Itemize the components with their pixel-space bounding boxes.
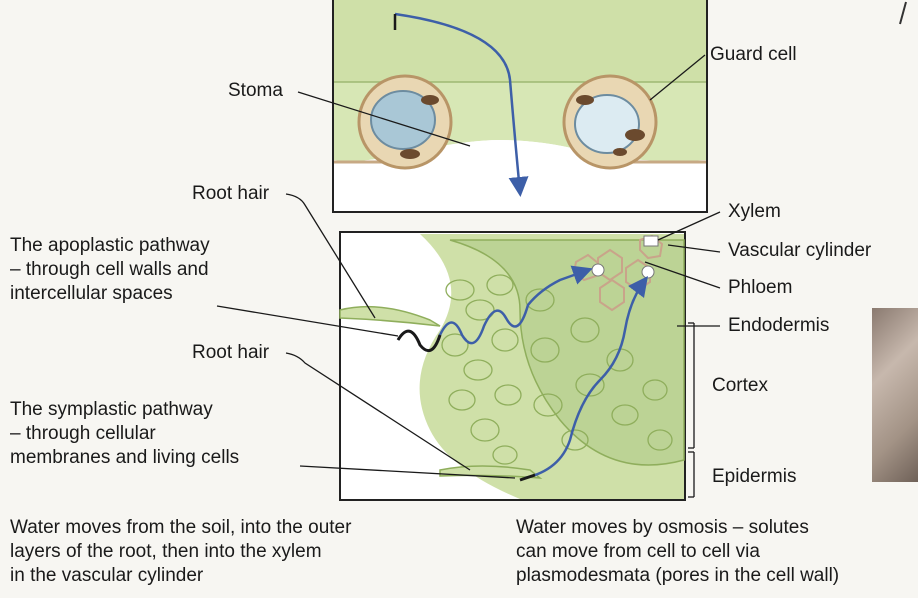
guard-cell-right — [564, 76, 656, 168]
epidermis-label: Epidermis — [712, 466, 796, 488]
side-photo — [872, 308, 918, 482]
root-hair-label-top: Root hair — [192, 183, 269, 205]
apoplastic-pathway-label: The apoplastic pathway – through cell wa… — [10, 234, 210, 306]
symplastic-pathway-label: The symplastic pathway – through cellula… — [10, 398, 239, 470]
guard-cell-label: Guard cell — [710, 44, 797, 66]
xylem-label: Xylem — [728, 201, 781, 223]
guard-cell-left — [359, 76, 451, 168]
page-edge-mark — [900, 2, 906, 24]
root-hair-label-bottom: Root hair — [192, 342, 269, 364]
endodermis-label: Endodermis — [728, 315, 829, 337]
caption-right: Water moves by osmosis – solutes can mov… — [516, 516, 839, 588]
caption-left: Water moves from the soil, into the oute… — [10, 516, 351, 588]
cortex-label: Cortex — [712, 375, 768, 397]
stoma-label: Stoma — [228, 80, 283, 102]
root-cross-section-panel — [340, 232, 685, 500]
vascular-cylinder-label: Vascular cylinder — [728, 240, 871, 262]
phloem-label: Phloem — [728, 277, 792, 299]
